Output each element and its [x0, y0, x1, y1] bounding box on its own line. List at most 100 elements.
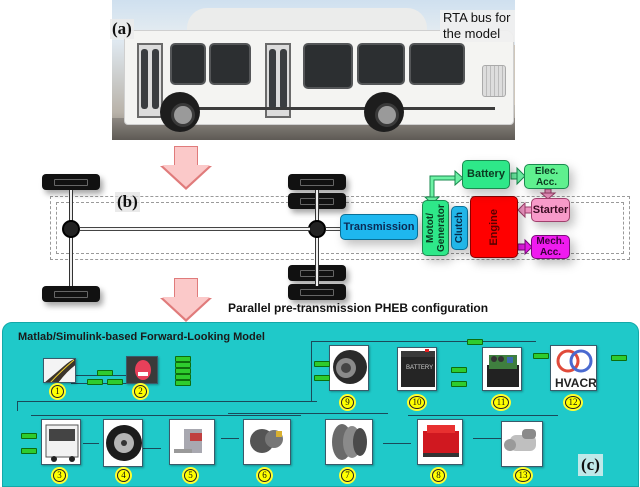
engine-vent: [482, 65, 506, 97]
signal-wire: [408, 415, 558, 416]
motor-icon: [333, 350, 367, 384]
bus-window: [409, 43, 465, 85]
arrow-to-engine: [517, 201, 526, 219]
module-vehicle[interactable]: [41, 419, 81, 465]
arrow-to-elec-acc: [516, 166, 526, 186]
module-motor[interactable]: [329, 345, 369, 391]
module-number-badge: 2: [134, 385, 147, 398]
module-number-badge: 6: [258, 469, 271, 482]
gearbox-icon: [250, 429, 283, 453]
module-wheel[interactable]: [103, 419, 143, 467]
module-gearbox[interactable]: [243, 419, 291, 465]
signal-port: [107, 379, 123, 385]
down-arrow-1: [160, 146, 212, 192]
signal-port: [175, 368, 191, 374]
signal-port: [175, 362, 191, 368]
signal-wire: [473, 438, 505, 439]
bus-window: [303, 43, 353, 89]
signal-wire: [228, 413, 388, 414]
signal-wire: [311, 341, 312, 401]
signal-port: [533, 353, 549, 359]
bus-rear-door: [265, 43, 291, 118]
motor-generator-block: Motot/ Generator: [422, 200, 449, 256]
starter-block: Starter: [531, 198, 570, 222]
hvacr-text: HVACR: [555, 376, 596, 390]
signal-wire: [383, 443, 411, 444]
hvacr-icon: HVACR: [555, 349, 596, 390]
module-number-badge: 4: [117, 469, 130, 482]
signal-port: [314, 375, 330, 381]
clutch-label: Clutch: [454, 212, 465, 244]
power-electronics-icon: [487, 355, 519, 387]
module-final-drive[interactable]: [169, 419, 215, 465]
mech-acc-block: Mech. Acc.: [531, 235, 570, 259]
configuration-caption: Parallel pre-transmission PHEB configura…: [228, 301, 489, 315]
bus-window: [357, 43, 405, 85]
motor-battery-link-fill: [430, 176, 455, 200]
photo-caption: RTA bus for the model: [440, 10, 515, 42]
signal-port: [21, 433, 37, 439]
down-arrow-2: [160, 278, 212, 324]
signal-wire: [83, 443, 99, 444]
panel-label-a: (a): [110, 19, 134, 39]
battery-icon: BATTERY: [401, 349, 435, 387]
bus-front-wheel: [160, 92, 200, 132]
signal-port: [87, 379, 103, 385]
bus-icon: [45, 424, 79, 462]
tire-front-left: [42, 174, 100, 190]
engine-block: Engine: [470, 196, 518, 258]
front-hub: [62, 220, 80, 238]
signal-port: [21, 448, 37, 454]
bus-front-door: [137, 43, 163, 118]
clutch-icon: [332, 424, 367, 460]
module-battery[interactable]: BATTERY: [397, 347, 437, 391]
arrow-to-starter: [539, 192, 557, 200]
module-number-badge: 5: [184, 469, 197, 482]
bus-rear-wheel: [364, 92, 404, 132]
module-clutch[interactable]: [325, 419, 373, 465]
driver-pedal-icon: [127, 357, 157, 383]
road-icon: [44, 359, 75, 382]
motor-generator-label: Motot/ Generator: [424, 204, 447, 252]
tire-rear-right-outer: [288, 284, 346, 300]
signal-port: [175, 374, 191, 380]
module-number-badge: 8: [432, 469, 445, 482]
module-number-badge: 13: [515, 469, 531, 482]
signal-wire: [71, 383, 139, 384]
panel-label-b: (b): [115, 192, 140, 212]
signal-wire: [143, 448, 161, 449]
module-number-badge: 12: [565, 396, 581, 409]
rear-axle: [315, 190, 319, 286]
bus-stripe: [165, 107, 495, 110]
driveshaft-to-transmission: [326, 227, 342, 231]
arrow-head: [160, 165, 212, 190]
module-number-badge: 11: [493, 396, 509, 409]
final-drive-icon: [174, 429, 202, 453]
arrow-head: [160, 297, 212, 322]
module-starter[interactable]: [501, 421, 543, 467]
module-number-badge: 7: [341, 469, 354, 482]
bus-window: [170, 43, 206, 85]
tire-rear-left-outer: [288, 174, 346, 190]
module-driver[interactable]: [126, 356, 158, 384]
signal-wire: [17, 401, 18, 411]
bus-photo: RTA bus for the model: [112, 0, 515, 140]
bus-window: [209, 43, 251, 85]
module-power-electronics[interactable]: [482, 347, 522, 391]
battery-block: Battery: [462, 160, 510, 189]
elec-acc-block: Elec. Acc.: [524, 164, 569, 189]
powertrain-arrows: [423, 166, 557, 256]
arrow-to-mech-acc: [524, 238, 533, 256]
transmission-block: Transmission: [340, 214, 418, 240]
front-axle: [69, 190, 73, 286]
module-road[interactable]: [43, 358, 76, 383]
signal-port: [451, 381, 467, 387]
elec-starter-link: [544, 188, 552, 194]
simulink-model-panel: Matlab/Simulink-based Forward-Looking Mo…: [2, 322, 639, 487]
chassis-diagram: (b) Transmission Motot/ Generator Clutch…: [0, 150, 640, 302]
signal-port: [314, 361, 330, 367]
signal-port: [467, 339, 483, 345]
battery-brand-text: BATTERY: [406, 365, 433, 371]
module-hvacr[interactable]: HVACR: [550, 345, 597, 391]
module-engine[interactable]: [417, 419, 463, 465]
